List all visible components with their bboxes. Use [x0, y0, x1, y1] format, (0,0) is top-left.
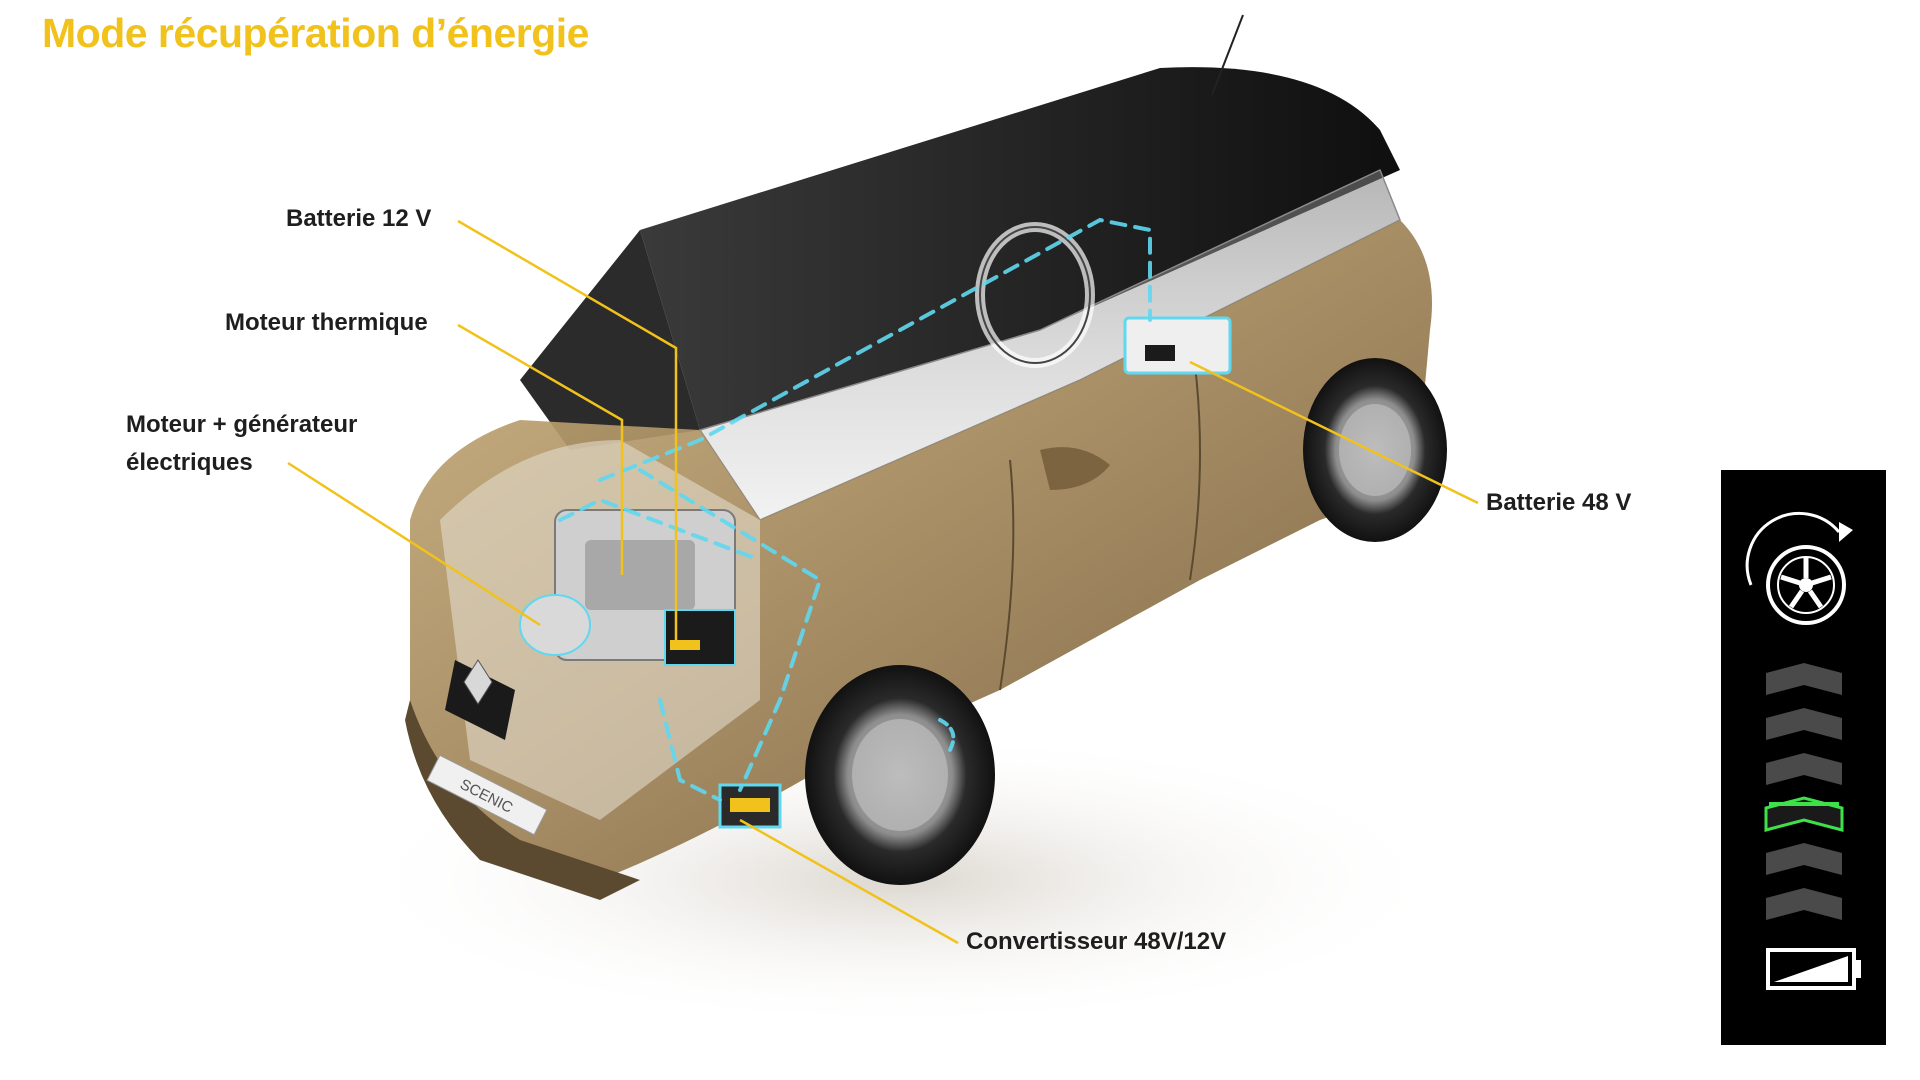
label-battery-48v: Batterie 48 V [1486, 489, 1632, 516]
energy-mode-indicator [1721, 470, 1886, 1045]
car-roof [640, 67, 1400, 430]
spare-wheel-cutaway [975, 222, 1095, 368]
leader-converter [739, 818, 959, 945]
wheel-rotation-icon [1745, 511, 1853, 625]
antenna [1211, 14, 1244, 96]
label-battery-12v: Batterie 12 V [286, 205, 432, 232]
converter-detail [730, 798, 770, 812]
leader-battery-12v [457, 219, 678, 640]
energy-flow [558, 217, 1152, 802]
level-bar [1766, 843, 1842, 875]
label-motor-generator-line2: électriques [126, 449, 253, 476]
label-motor-generator-line1: Moteur + générateur [126, 411, 358, 438]
leader-battery-48v [1189, 360, 1479, 505]
motor-generator-component [519, 594, 591, 656]
indicator-graphics [1745, 511, 1861, 990]
level-bar [1766, 753, 1842, 785]
battery-12v-label-strip [670, 640, 700, 650]
renault-logo [463, 659, 493, 705]
front-wheel [805, 665, 995, 885]
battery-charging-icon [1766, 948, 1861, 990]
leader-thermal-engine [457, 323, 624, 575]
battery-48v-detail [1145, 345, 1175, 361]
level-bars [1764, 663, 1844, 920]
energy-flow-engine [558, 497, 762, 562]
door-line [999, 459, 1015, 691]
model-badge-plate [426, 754, 548, 836]
energy-flow-floor [638, 468, 823, 792]
rear-wheel [1303, 358, 1447, 542]
level-bar [1766, 708, 1842, 740]
energy-flow-main [598, 217, 1152, 482]
engine-detail [585, 540, 695, 610]
front-bumper [405, 700, 640, 900]
label-converter: Convertisseur 48V/12V [966, 928, 1227, 955]
page-title: Mode récupération d’énergie [42, 10, 589, 56]
energy-flow-down [658, 698, 722, 802]
level-bar [1766, 663, 1842, 695]
energy-flow-wheel-arrow [938, 718, 956, 752]
side-mirror [1040, 447, 1110, 490]
label-motor-generator: Moteur + générateur électriques [126, 406, 357, 482]
level-bar [1766, 888, 1842, 920]
leader-lines [287, 219, 1479, 945]
leader-motor-generator [287, 461, 541, 627]
label-thermal-engine: Moteur thermique [225, 309, 428, 336]
windshield [520, 230, 700, 450]
battery-48v-component [1123, 316, 1232, 375]
